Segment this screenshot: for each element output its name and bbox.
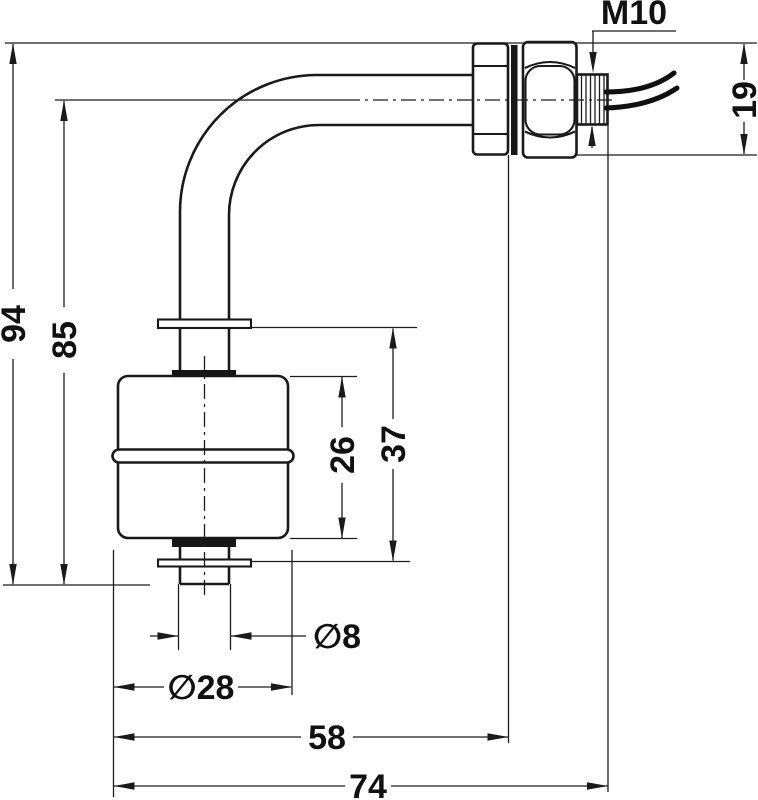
wire — [603, 70, 677, 95]
dim-94: 94 — [0, 43, 33, 585]
arrowhead — [487, 733, 509, 741]
arrowhead — [389, 327, 397, 349]
pipe-inner — [227, 123, 474, 319]
upper-stop-collar — [172, 370, 236, 377]
arrowhead — [230, 632, 252, 640]
dim-28-label: ∅28 — [168, 669, 235, 707]
arrowhead — [113, 782, 135, 790]
dim-74: 74 — [113, 768, 608, 800]
lead-wires — [603, 70, 680, 111]
arrowhead — [60, 564, 68, 585]
float-ring — [111, 448, 295, 464]
dim-m10: M10 — [588, 0, 676, 148]
lower-stop-collar — [172, 539, 236, 547]
dim-58: 58 — [113, 719, 509, 757]
arrowhead — [113, 733, 135, 741]
dim-28: ∅28 — [113, 669, 292, 707]
dim-37-label: 37 — [375, 425, 413, 463]
arrowhead — [338, 517, 346, 539]
dim-74-label: 74 — [349, 768, 387, 800]
hex-nut-chamfer — [524, 60, 576, 69]
extension-lines — [3, 42, 757, 797]
arrowhead — [60, 100, 68, 121]
float-switch-device — [111, 40, 680, 586]
arrowhead — [9, 43, 17, 64]
arrowhead — [113, 683, 135, 691]
dim-85-label: 85 — [46, 321, 84, 359]
dim-m10-label: M10 — [601, 0, 667, 32]
dim-8: ∅8 — [150, 618, 361, 656]
hex-nut-chamfer — [524, 130, 576, 139]
arrowhead — [587, 782, 608, 790]
pipe-bend — [178, 73, 474, 319]
upper-retaining-clip — [156, 318, 253, 330]
dim-8-label: ∅8 — [313, 618, 361, 656]
dim-19: 19 — [726, 43, 758, 155]
dim-26-label: 26 — [324, 436, 362, 474]
arrowhead — [271, 683, 292, 691]
arrowhead — [589, 52, 597, 73]
jam-nut — [471, 42, 510, 156]
pipe-outer — [178, 73, 474, 319]
arrowhead — [157, 632, 179, 640]
arrowhead — [740, 43, 748, 64]
dim-58-label: 58 — [308, 719, 346, 757]
wire — [603, 85, 680, 111]
arrowhead — [588, 125, 596, 146]
arrowhead — [389, 540, 397, 562]
arrowhead — [338, 376, 346, 398]
dim-85: 85 — [46, 100, 84, 585]
dim-37: 37 — [375, 327, 413, 562]
dim-26: 26 — [324, 376, 362, 539]
arrowhead — [9, 564, 17, 585]
dim-19-label: 19 — [726, 81, 758, 119]
dim-94-label: 94 — [0, 305, 33, 343]
arrowhead — [740, 134, 748, 155]
